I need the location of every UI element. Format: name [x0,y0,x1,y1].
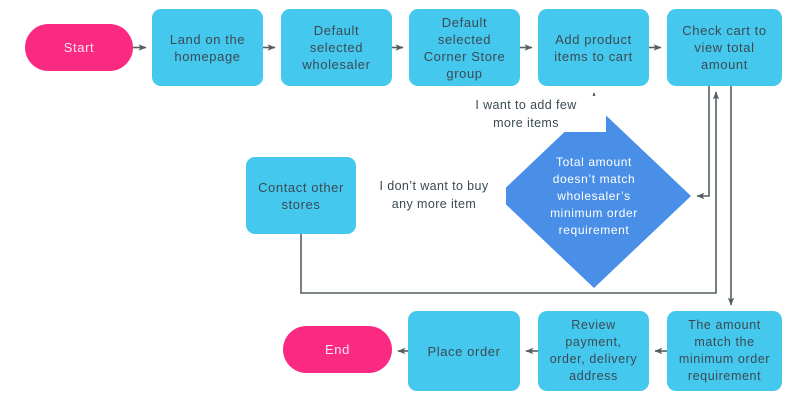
node-contact-other-stores[interactable]: Contact other stores [246,157,356,234]
node-review-payment-order-delivery-address[interactable]: Review payment, order, delivery address [538,311,649,391]
node-total-amount-decision[interactable]: Total amount doesn’t match wholesaler’s … [497,104,691,288]
edge-label-add-few-more-items: I want to add few more items [446,96,606,132]
node-add-product-items-to-cart[interactable]: Add product items to cart [538,9,649,86]
node-the-amount-match-requirement[interactable]: The amount match the minimum order requi… [667,311,782,391]
node-end[interactable]: End [283,326,392,373]
node-land-on-homepage[interactable]: Land on the homepage [152,9,263,86]
edge-label-dont-want-to-buy: I don’t want to buy any more item [362,177,506,213]
edge-check-cart-to-decision [696,86,710,200]
node-check-cart-to-view-total-amount[interactable]: Check cart to view total amount [667,9,782,86]
node-place-order[interactable]: Place order [408,311,520,391]
node-start[interactable]: Start [25,24,133,71]
node-default-selected-wholesaler[interactable]: Default selected wholesaler [281,9,392,86]
node-default-selected-corner-store-group[interactable]: Default selected Corner Store group [409,9,520,86]
node-total-amount-decision-label: Total amount doesn’t match wholesaler’s … [550,154,638,237]
